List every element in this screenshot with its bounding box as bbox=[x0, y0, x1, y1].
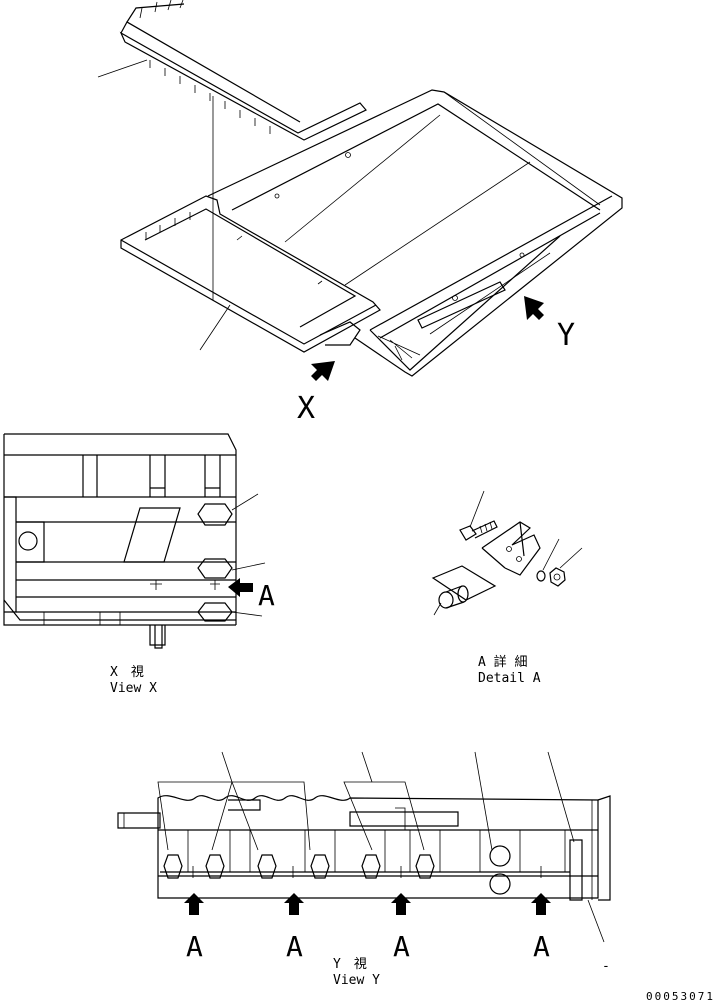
view-y-marker-2: A bbox=[286, 930, 303, 963]
x-view-tabs bbox=[82, 455, 221, 497]
view-x: A X 視 View X bbox=[3, 433, 275, 696]
view-y-marker-3: A bbox=[393, 930, 410, 963]
bracket bbox=[481, 521, 541, 576]
bolt bbox=[459, 520, 498, 541]
view-x-arrow bbox=[311, 361, 335, 381]
view-y-caption-en: View Y bbox=[333, 973, 380, 988]
main-cover bbox=[207, 89, 623, 377]
view-y-arrow-3 bbox=[391, 893, 411, 915]
isometric-assembly-view: X Y bbox=[97, 0, 623, 426]
view-y-arrow-4 bbox=[531, 893, 551, 915]
view-y: A A A A - Y 視 View Y bbox=[117, 751, 611, 988]
leader-line-upper-frame bbox=[97, 59, 148, 78]
view-y-marker-4: A bbox=[533, 930, 550, 963]
view-y-marker-1: A bbox=[186, 930, 203, 963]
view-y-label: Y bbox=[557, 318, 575, 353]
upper-frame bbox=[119, 0, 367, 141]
detail-a-caption-jp: A 詳 細 bbox=[478, 654, 527, 670]
view-x-caption-en: View X bbox=[110, 681, 157, 696]
detail-a: A 詳 細 Detail A bbox=[431, 490, 583, 686]
view-y-arrow bbox=[524, 296, 544, 320]
drawing-number: 00053071 bbox=[646, 990, 715, 1003]
view-y-arrow-1 bbox=[184, 893, 204, 915]
washer-nut bbox=[536, 567, 566, 587]
lower-frame bbox=[120, 195, 381, 353]
x-view-hex-2 bbox=[197, 558, 233, 579]
detail-a-caption-en: Detail A bbox=[478, 671, 541, 686]
view-x-label: X bbox=[297, 391, 315, 426]
view-x-detail-marker: A bbox=[258, 579, 275, 612]
view-x-detail-arrow bbox=[228, 578, 253, 597]
view-x-caption-jp: X 視 bbox=[110, 665, 144, 680]
leader-line-lower-frame bbox=[199, 304, 231, 351]
x-view-hex-3 bbox=[197, 602, 233, 622]
shim-collar bbox=[431, 565, 497, 609]
view-y-arrow-2 bbox=[284, 893, 304, 915]
view-y-caption-jp: Y 視 bbox=[333, 957, 367, 972]
view-y-dash-label: - bbox=[602, 959, 610, 974]
x-view-hex-1 bbox=[197, 503, 233, 526]
x-view-angled-plate bbox=[123, 507, 181, 563]
